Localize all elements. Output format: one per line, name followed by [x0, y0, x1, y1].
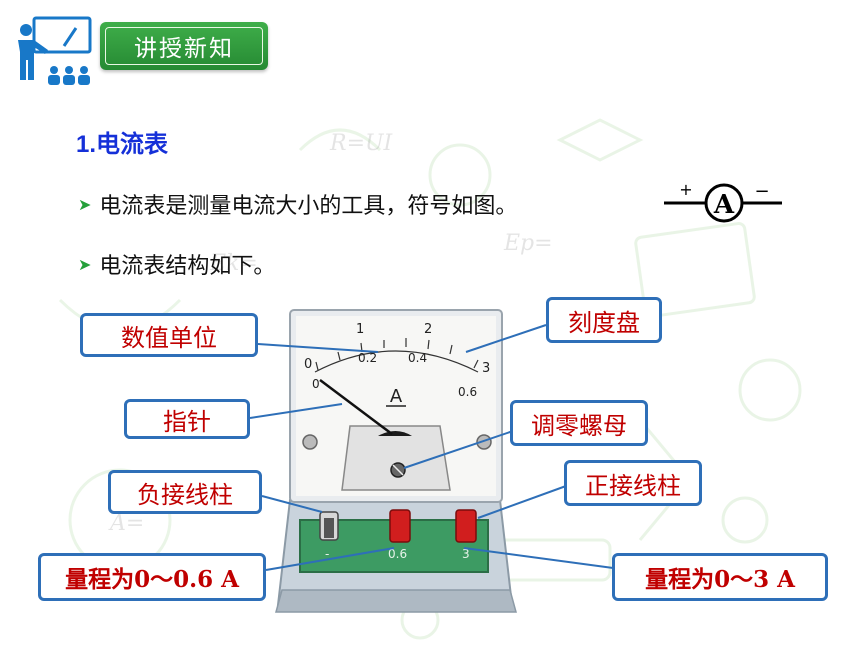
- bullet-item-2: ➤ 电流表结构如下。: [78, 248, 275, 280]
- terminal-3: [455, 509, 477, 543]
- bullet-text-2: 电流表结构如下。: [99, 254, 276, 279]
- pointer-window: [341, 425, 451, 491]
- teacher-presentation-icon: [18, 16, 92, 85]
- ammeter-symbol: A + −: [664, 180, 782, 223]
- scale-bottom-0: 0: [312, 377, 320, 391]
- scale-bottom-2: 0.4: [408, 351, 427, 365]
- terminal-0-6: [389, 509, 411, 543]
- terminal-label-neg: -: [325, 547, 329, 561]
- scale-bottom-1: 0.2: [358, 351, 377, 365]
- scale-ticks: [315, 338, 479, 371]
- scale-top-0: 0: [304, 357, 312, 372]
- callout-zero-nut: 调零螺母: [510, 400, 648, 446]
- scale-top-3: 3: [482, 361, 490, 376]
- symbol-plus: +: [679, 180, 692, 199]
- callout-range-large: 量程为0～3 A: [612, 553, 828, 601]
- arrow-bullet-icon: ➤: [78, 254, 92, 274]
- scale-arc: [314, 350, 479, 373]
- callout-pointer: 指针: [124, 399, 250, 439]
- unit-letter: A: [390, 386, 403, 407]
- svg-text:A=: A=: [108, 511, 144, 536]
- section-title: 1.电流表: [76, 131, 169, 158]
- svg-text:Ep=: Ep=: [503, 231, 553, 256]
- callout-negative-terminal: 负接线柱: [108, 470, 262, 514]
- section-badge-label: 讲授新知: [105, 27, 263, 65]
- bullet-item-1: ➤ 电流表是测量电流大小的工具，符号如图。: [78, 188, 517, 220]
- callout-unit: 数值单位: [80, 313, 258, 357]
- svg-text:R=UI: R=UI: [329, 131, 394, 156]
- right-screw: [476, 434, 492, 450]
- left-screw: [302, 434, 318, 450]
- pointer-pivot: [378, 431, 412, 436]
- terminal-negative: [319, 511, 339, 541]
- callout-leaders: [249, 324, 629, 571]
- arrow-bullet-icon: ➤: [78, 194, 92, 214]
- callout-range-small: 量程为0～0.6 A: [38, 553, 266, 601]
- scale-bottom-3: 0.6: [458, 385, 477, 399]
- meter-base-foot: [275, 589, 517, 613]
- bottom-scale-labels: 0 0.2 0.4 0.6: [312, 351, 477, 399]
- meter-pointer: [319, 379, 393, 435]
- section-badge: 讲授新知: [100, 22, 268, 70]
- svg-text:Ek=: Ek=: [209, 251, 258, 276]
- scale-top-2: 2: [424, 322, 432, 337]
- bullet-text-1: 电流表是测量电流大小的工具，符号如图。: [99, 194, 518, 219]
- symbol-letter: A: [713, 190, 735, 220]
- terminal-label-0-6: 0.6: [388, 547, 407, 561]
- callout-positive-terminal: 正接线柱: [564, 460, 702, 506]
- symbol-minus: −: [754, 181, 769, 202]
- scale-top-1: 1: [356, 322, 364, 337]
- terminal-label-3: 3: [462, 547, 470, 561]
- top-scale-labels: 0 1 2 3: [304, 322, 490, 376]
- callout-dial: 刻度盘: [546, 297, 662, 343]
